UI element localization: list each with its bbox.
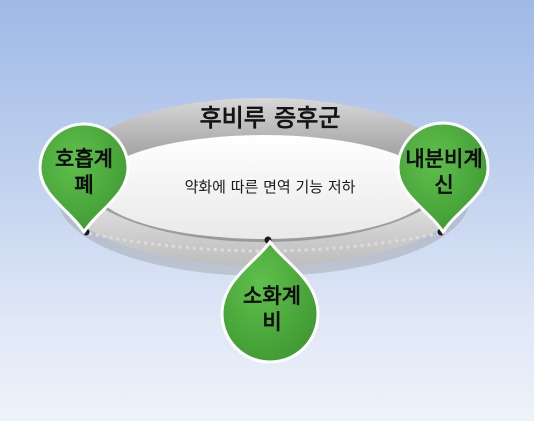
diagram-subtitle: 약화에 따른 면역 기능 저하 (184, 178, 356, 196)
node-bottom-line1: 소화계 (243, 284, 301, 308)
node-left-line1: 호흡계 (55, 147, 113, 171)
node-right-line2: 신 (434, 173, 454, 198)
disc-inner (94, 135, 434, 239)
node-right-line1: 내분비계 (405, 147, 483, 171)
node-drop-right (396, 121, 490, 235)
node-left-line2: 폐 (74, 173, 94, 198)
node-drop-bottom (220, 239, 320, 364)
node-drop-left (38, 122, 130, 235)
diagram-title: 후비루 증후군 (199, 104, 341, 132)
node-label-right: 내분비계 신 (394, 146, 494, 199)
node-label-left: 호흡계 폐 (36, 146, 132, 199)
node-bottom-line2: 비 (262, 310, 282, 335)
node-label-bottom: 소화계 비 (226, 283, 318, 336)
